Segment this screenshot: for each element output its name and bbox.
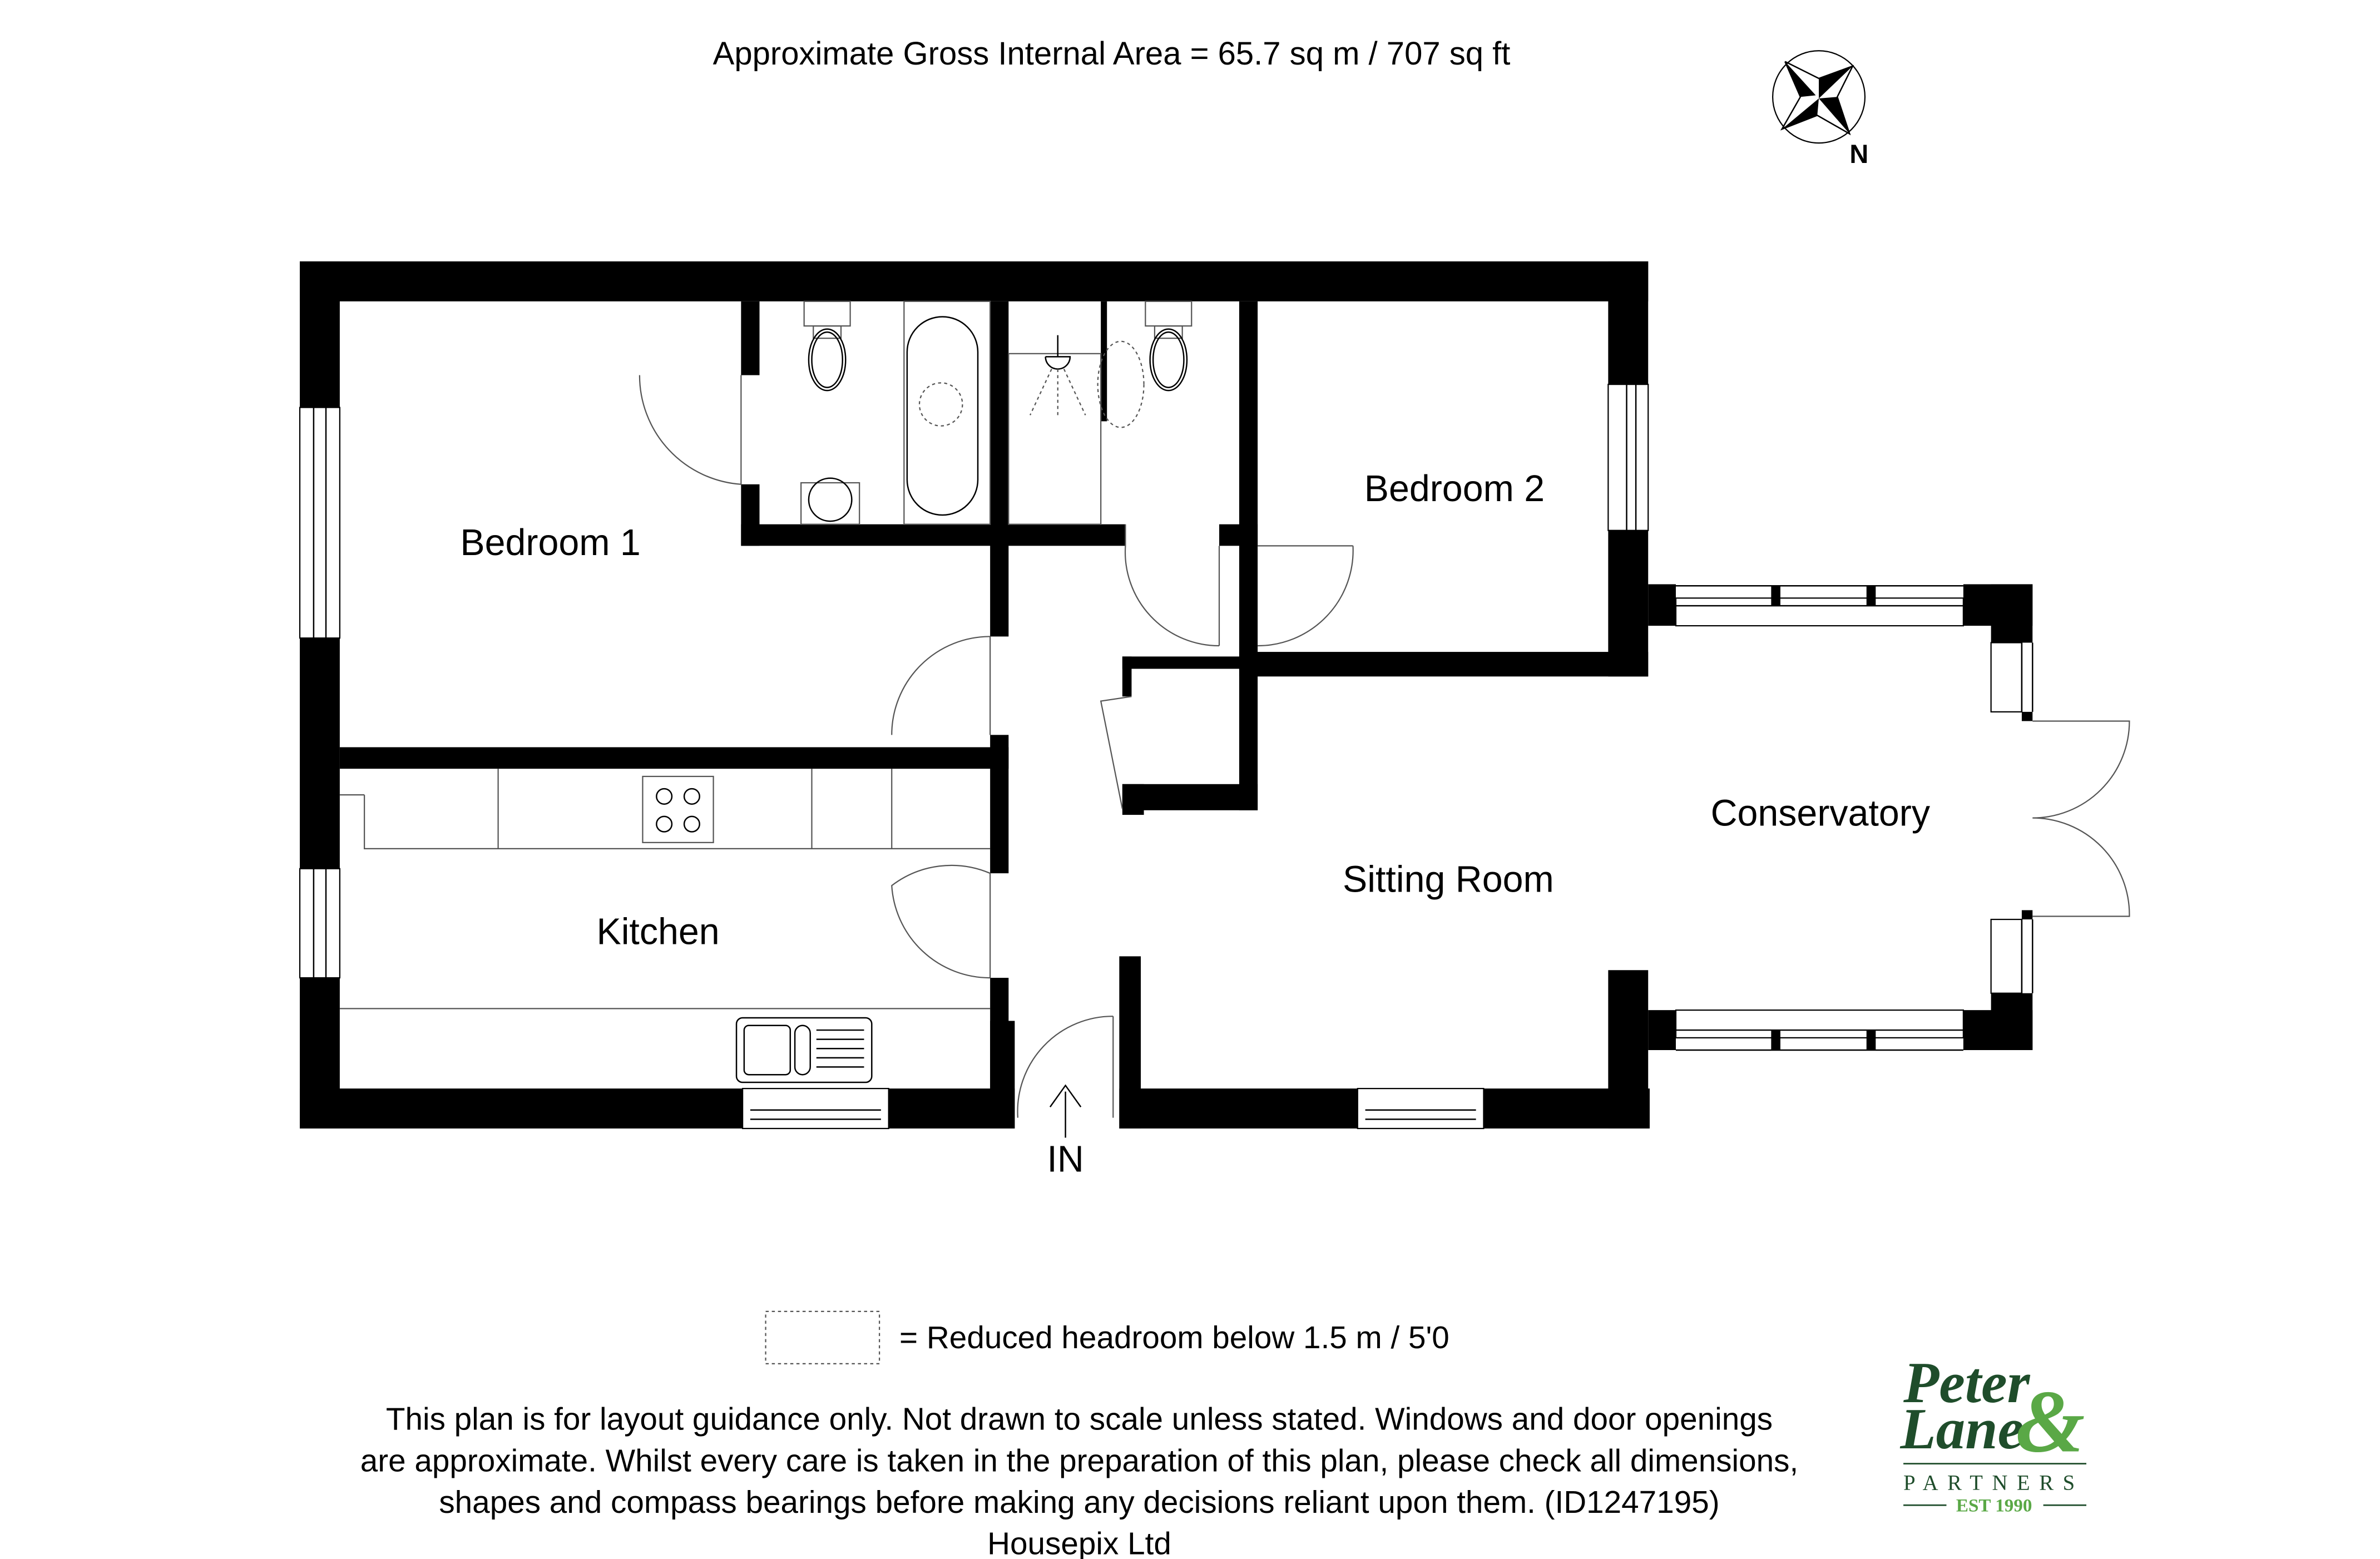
logo-partners: PARTNERS bbox=[1903, 1472, 2084, 1495]
arrow-up-icon bbox=[1049, 1084, 1082, 1138]
windows bbox=[299, 383, 2033, 1130]
room-label-kitchen: Kitchen bbox=[596, 911, 719, 952]
room-label-bedroom-1: Bedroom 1 bbox=[460, 522, 640, 563]
reduced-headroom-legend-symbol bbox=[765, 1310, 880, 1365]
kitchen-fixtures bbox=[339, 769, 991, 1083]
room-label-conservatory: Conservatory bbox=[1711, 793, 1931, 834]
compass-north-label: N bbox=[1849, 139, 1868, 169]
legend-text: = Reduced headroom below 1.5 m / 5'0 bbox=[899, 1320, 1449, 1355]
logo-word-lane: Lane bbox=[1900, 1396, 2024, 1461]
disclaimer-line-1: This plan is for layout guidance only. N… bbox=[386, 1402, 1773, 1437]
area-title: Approximate Gross Internal Area = 65.7 s… bbox=[713, 36, 1511, 72]
logo-word-peter: Peter bbox=[1903, 1350, 2031, 1415]
room-label-bedroom-2: Bedroom 2 bbox=[1364, 468, 1545, 509]
logo-established: EST 1990 bbox=[1956, 1495, 2032, 1516]
entrance-label: IN bbox=[1047, 1139, 1083, 1180]
walls bbox=[300, 261, 2033, 1129]
room-label-sitting-room: Sitting Room bbox=[1343, 859, 1554, 900]
bathroom-fixtures bbox=[800, 300, 1193, 525]
compass-rose-icon bbox=[1772, 50, 1866, 144]
disclaimer-line-3: shapes and compass bearings before makin… bbox=[439, 1485, 1719, 1520]
drainer-lines bbox=[816, 1029, 864, 1068]
company-logo: Peter Lane & PARTNERS EST 1990 bbox=[1900, 1350, 2087, 1516]
disclaimer-line-2: are approximate. Whilst every care is ta… bbox=[360, 1443, 1798, 1478]
doors bbox=[639, 375, 2130, 1118]
logo-ampersand: & bbox=[2016, 1372, 2085, 1471]
disclaimer-credit: Housepix Ltd bbox=[987, 1527, 1171, 1559]
